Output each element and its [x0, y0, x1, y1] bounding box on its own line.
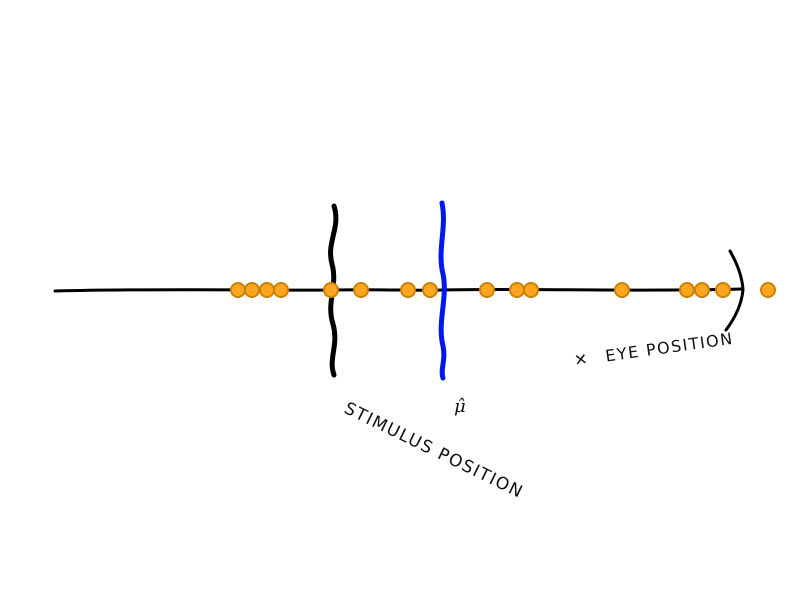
- sample-dot: [479, 282, 495, 298]
- sample-dot: [273, 282, 289, 298]
- sample-dot: [523, 282, 539, 298]
- sample-dot: [259, 282, 275, 298]
- sample-dot: [694, 282, 710, 298]
- sample-dot: [353, 282, 369, 298]
- sample-dot: [323, 282, 339, 298]
- mu-hat-label: μ̂: [454, 396, 466, 417]
- sample-dot: [715, 282, 731, 298]
- sample-dot: [760, 282, 776, 298]
- number-line: [53, 287, 744, 293]
- eye-position-x-icon: ✕: [573, 349, 590, 370]
- estimate-mu-line: [438, 200, 447, 381]
- stimulus-position-label: STIMULUS POSITION: [341, 399, 527, 503]
- eye-position-label: ✕ EYE POSITION: [573, 329, 735, 370]
- eye-position-label-text: EYE POSITION: [604, 329, 735, 366]
- sample-dot: [679, 282, 695, 298]
- sample-dot: [244, 282, 260, 298]
- sample-dots: [230, 282, 776, 298]
- sample-dot: [400, 282, 416, 298]
- sample-dot: [230, 282, 246, 298]
- sample-dot: [422, 282, 438, 298]
- sample-dot: [614, 282, 630, 298]
- axis-arrowhead: [724, 249, 745, 332]
- sample-dot: [509, 282, 525, 298]
